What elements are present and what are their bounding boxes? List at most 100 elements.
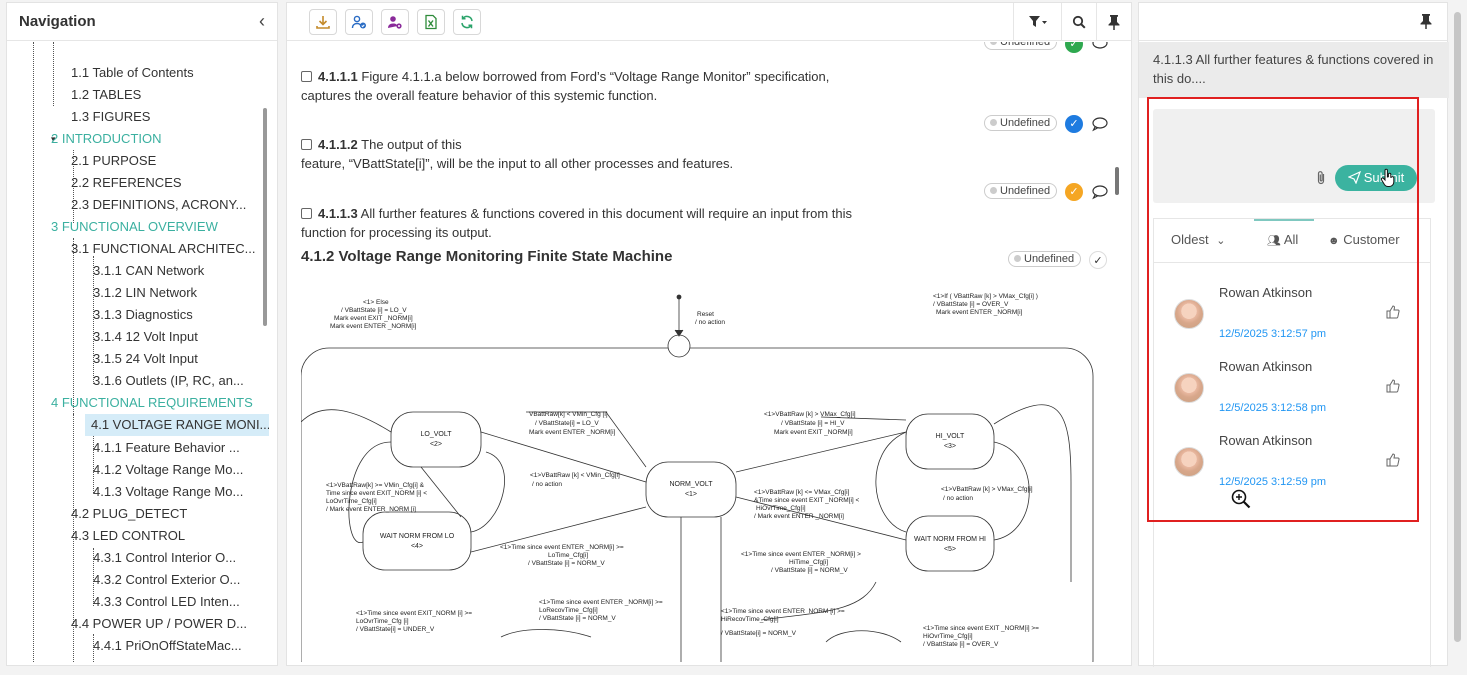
thumbs-up-icon[interactable] xyxy=(1386,453,1400,467)
tree-item[interactable]: 4.1.1 Feature Behavior ... xyxy=(93,440,240,455)
tree-item[interactable]: 3.1.3 Diagnostics xyxy=(93,307,193,322)
pin-button[interactable] xyxy=(1096,3,1131,41)
tree-item[interactable]: 4.3 LED CONTROL xyxy=(71,528,186,543)
avatar xyxy=(1174,447,1204,477)
comment-timestamp[interactable]: 12/5/2025 3:12:57 pm xyxy=(1219,328,1327,340)
tree-item[interactable]: 3.1.6 Outlets (IP, RC, an... xyxy=(93,373,244,388)
requirement-checkbox[interactable] xyxy=(301,71,312,82)
tree-item[interactable]: 4.3.1 Control Interior O... xyxy=(93,550,237,565)
export-excel-button[interactable] xyxy=(417,8,445,35)
transition-label: <1>If ( VBattRaw [k] > VMax_Cfg[i] ) xyxy=(933,293,1038,300)
sort-dropdown[interactable]: Oldest ⌄ xyxy=(1171,232,1226,247)
comment-timestamp[interactable]: 12/5/2025 3:12:59 pm xyxy=(1219,476,1327,488)
refresh-button[interactable] xyxy=(453,8,481,35)
tree-item[interactable]: 4.1.2 Voltage Range Mo... xyxy=(93,462,244,477)
requirement-checkbox[interactable] xyxy=(301,139,312,150)
avatar xyxy=(1174,299,1204,329)
transition-label: / VBattState [i] = NORM_V xyxy=(771,567,848,574)
check-icon[interactable]: ✓ xyxy=(1089,251,1107,269)
filter-button[interactable] xyxy=(1013,3,1061,41)
tree-item[interactable]: 2.1 PURPOSE xyxy=(71,153,157,168)
transition-label: / no action xyxy=(532,481,562,488)
pin-icon xyxy=(1108,15,1120,30)
download-button[interactable] xyxy=(309,8,337,35)
tree-item[interactable]: 4 FUNCTIONAL REQUIREMENTS xyxy=(51,395,253,410)
requirement-4.1.1.1: 4.1.1.1 Figure 4.1.1.a below borrowed fr… xyxy=(301,69,830,103)
thumbs-up-icon[interactable] xyxy=(1386,305,1400,319)
status-badge[interactable]: Undefined xyxy=(1008,251,1082,267)
transition-label: Mark event EXIT _NORM[i] xyxy=(774,429,853,436)
tree-item[interactable]: 1.3 FIGURES xyxy=(71,109,151,124)
tree-item[interactable]: 4.4.1 PriOnOffStateMac... xyxy=(93,638,242,653)
submit-button[interactable]: Submit xyxy=(1335,165,1417,191)
transition-label: Mark event ENTER _NORM[i] xyxy=(529,429,616,436)
tree-item[interactable]: 4.3.2 Control Exterior O... xyxy=(93,572,241,587)
tree-item[interactable]: 4.3.3 Control LED Inten... xyxy=(93,594,240,609)
comment-timestamp[interactable]: 12/5/2025 3:12:58 pm xyxy=(1219,402,1327,414)
comment-author: Rowan Atkinson xyxy=(1219,433,1313,448)
status-badge[interactable]: Undefined xyxy=(984,183,1058,199)
tree-item[interactable]: 3.1.4 12 Volt Input xyxy=(93,329,198,344)
state-id: <3> xyxy=(944,443,956,450)
zoom-cursor-icon xyxy=(1231,489,1251,509)
transition-label: <1>Time since event ENTER_NORM [i] >= xyxy=(721,608,845,615)
status-dot xyxy=(1014,255,1021,262)
check-circle-icon[interactable]: ✓ xyxy=(1065,183,1083,201)
tree-item[interactable]: 3.1.5 24 Volt Input xyxy=(93,351,198,366)
requirement-checkbox[interactable] xyxy=(301,208,312,219)
pin-icon[interactable] xyxy=(1419,13,1433,29)
tree-item[interactable]: 3.1.1 CAN Network xyxy=(93,263,205,278)
comment-bubble-icon[interactable] xyxy=(1091,183,1109,201)
requirement-4.1.1.2: 4.1.1.2 The output of this feature, “VBa… xyxy=(301,137,734,171)
section-title: 4.1.2 Voltage Range Monitoring Finite St… xyxy=(301,248,673,265)
assign-user-button[interactable] xyxy=(345,8,373,35)
document-panel: Undefined ✓ 4.1.1.1 Figure 4.1.1.a below… xyxy=(286,2,1132,666)
tree-item[interactable]: 1.1 Table of Contents xyxy=(71,65,194,80)
page-scrollbar-thumb[interactable] xyxy=(1454,12,1461,642)
tree-item[interactable]: 3.1 FUNCTIONAL ARCHITEC... xyxy=(71,241,256,256)
check-circle-icon[interactable]: ✓ xyxy=(1065,115,1083,133)
tree-item[interactable]: 2.3 DEFINITIONS, ACRONY... xyxy=(71,197,247,212)
expand-toggle-icon[interactable]: ▾ xyxy=(51,134,56,144)
transition-label: LoOvrTime_Cfg[i] xyxy=(326,498,377,505)
state-name: NORM_VOLT xyxy=(669,481,713,488)
page-scrollbar[interactable] xyxy=(1452,2,1464,666)
attachment-button[interactable] xyxy=(1315,170,1327,189)
status-badge[interactable]: Undefined xyxy=(984,115,1058,131)
tree-item[interactable]: 2 INTRODUCTION xyxy=(51,131,162,146)
hand-cursor-icon xyxy=(1380,168,1395,187)
tree-line xyxy=(93,548,94,606)
status-badge[interactable]: Undefined xyxy=(984,42,1058,50)
tree-scrollbar[interactable] xyxy=(263,108,267,326)
tree-item[interactable]: 1.2 TABLES xyxy=(71,87,142,102)
tree-item[interactable]: 4.1.3 Voltage Range Mo... xyxy=(93,484,244,499)
navigation-header: Navigation ‹ xyxy=(7,3,277,41)
thumbs-up-icon[interactable] xyxy=(1386,379,1400,393)
check-circle-icon[interactable]: ✓ xyxy=(1065,42,1083,53)
comment-bubble-icon[interactable] xyxy=(1091,42,1109,53)
transition-label: HiOvrTime_Cfg[i] xyxy=(756,505,806,512)
status-dot xyxy=(990,119,997,126)
transition-label: / VBattState [i] = NORM_V xyxy=(539,615,616,622)
document-scrollbar[interactable] xyxy=(1115,167,1119,195)
comment-bubble-icon[interactable] xyxy=(1091,115,1109,133)
search-button[interactable] xyxy=(1061,3,1096,41)
user-settings-button[interactable] xyxy=(381,8,409,35)
tree-item[interactable]: 4.4 POWER UP / POWER D... xyxy=(71,616,248,631)
collapse-chevron-icon[interactable]: ‹ xyxy=(259,11,265,31)
state-norm-volt xyxy=(645,461,737,518)
tree-item[interactable]: 2.2 REFERENCES xyxy=(71,175,182,190)
tree-item[interactable]: 4.2 PLUG_DETECT xyxy=(71,506,188,521)
transition-label: / VBattState [i] = HI_V xyxy=(781,420,845,427)
state-machine-diagram: LO_VOLT <2> NORM_VOLT <1> HI_VOLT <3> WA… xyxy=(301,293,1094,662)
tab-customer[interactable]: ☻ Customer xyxy=(1328,232,1400,247)
tree-item[interactable]: 3 FUNCTIONAL OVERVIEW xyxy=(51,219,218,234)
tree-line xyxy=(93,435,94,493)
transition-label: Reset xyxy=(697,311,714,318)
tree-item-selected[interactable]: 4.1 VOLTAGE RANGE MONI... xyxy=(85,414,269,436)
comment-item: Rowan Atkinson 12/5/2025 3:12:57 pm xyxy=(1154,283,1432,357)
tree-item[interactable]: 3.1.2 LIN Network xyxy=(93,285,198,300)
tab-all[interactable]: 👥︎ All xyxy=(1267,232,1299,247)
transition-label: / VBattState[i] = UNDER_V xyxy=(356,626,435,633)
tree-line xyxy=(53,42,54,106)
